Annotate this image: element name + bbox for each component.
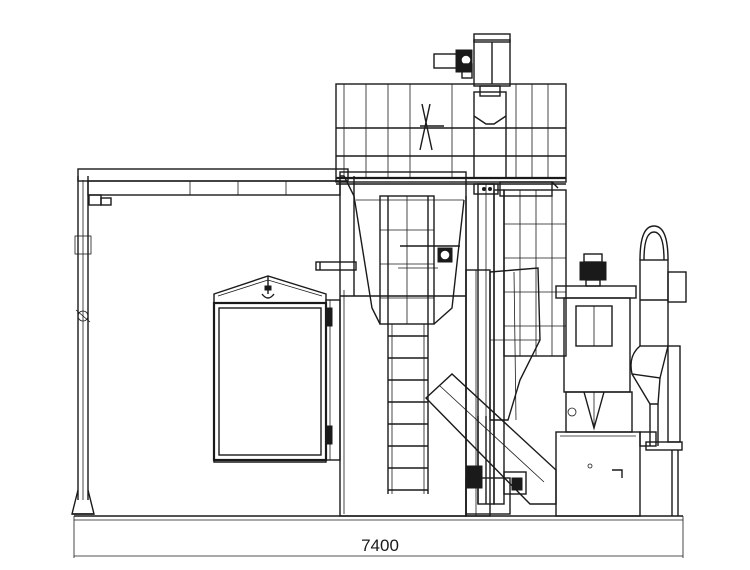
elevator-head-motor [433,33,511,87]
top-platform [335,83,567,197]
overall-width-label: 7400 [361,536,399,555]
overall-dimension: 7400 [73,516,684,558]
ladder-cage [353,195,465,325]
blast-chamber [315,171,491,517]
work-hanger-door [212,275,341,463]
separator-hopper [489,267,541,421]
access-ladder [387,324,429,494]
screw-conveyor [424,373,557,505]
dust-collector [555,253,637,433]
railing-posts [343,84,549,178]
cyclone-duct [630,225,687,516]
collector-base-cabinet [555,431,657,517]
bucket-elevator [465,183,527,515]
right-steel-frame [503,189,567,357]
